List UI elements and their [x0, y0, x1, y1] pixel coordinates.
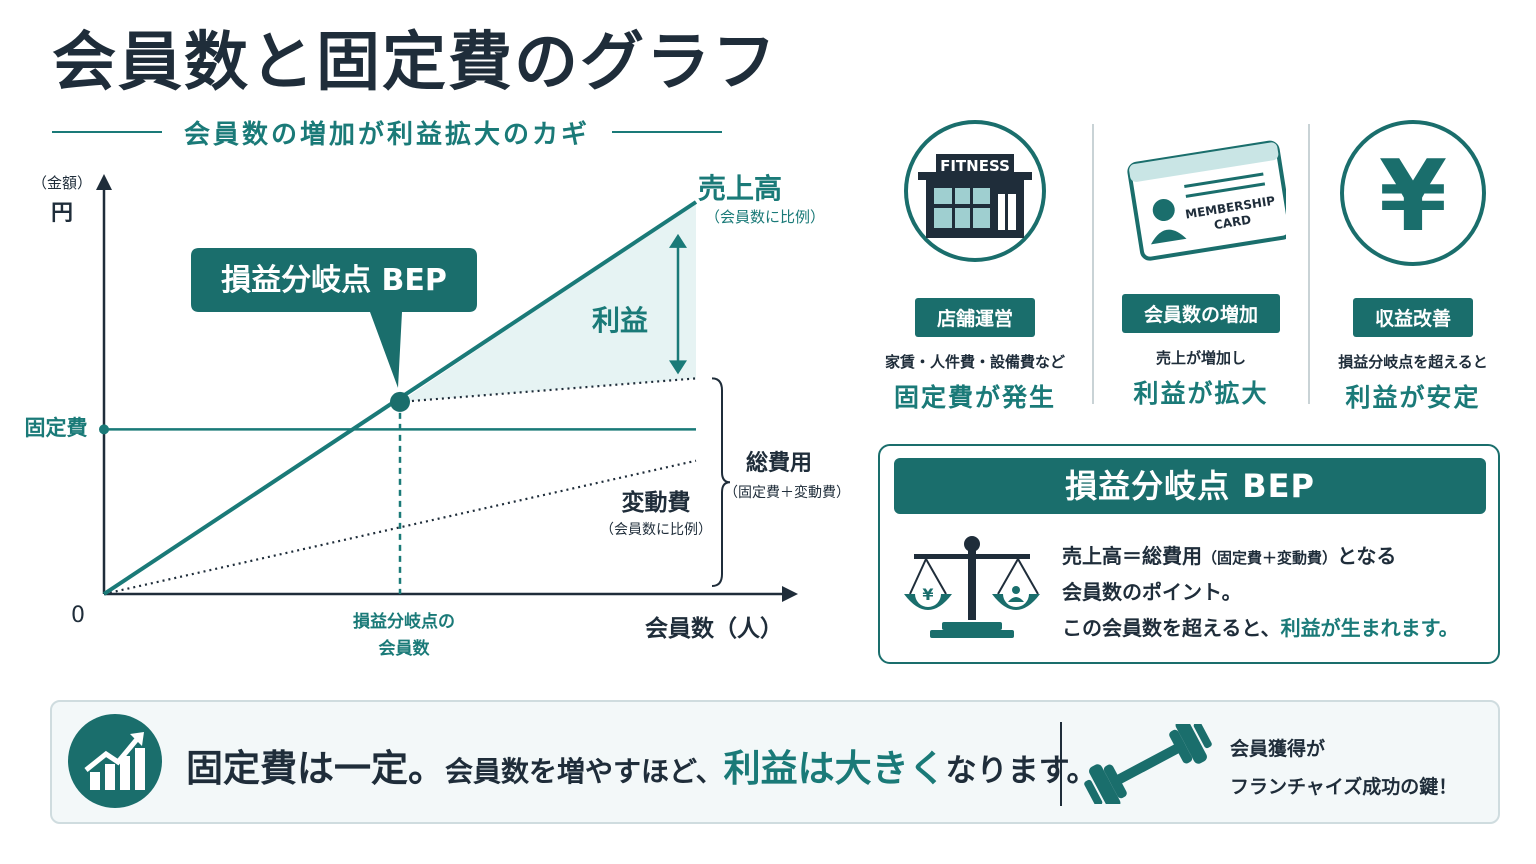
- balance-scale-icon: ¥: [904, 536, 1040, 638]
- footer-circle: [68, 714, 162, 808]
- feature-big: 固定費が発生: [893, 383, 1056, 412]
- yen-glyph: ¥: [1379, 140, 1447, 254]
- total-cost-brace: [711, 377, 731, 587]
- profit-area: [400, 202, 696, 402]
- series-label-fixed-cost: 固定費: [25, 416, 88, 440]
- feature-badge: 店舗運営: [914, 298, 1035, 337]
- footer-msg-a: 固定費は一定。: [186, 747, 445, 790]
- bep-line-1a: 売上高＝総費用: [1062, 544, 1202, 568]
- feature-badge: 会員数の増加: [1121, 294, 1280, 333]
- bep-x-label-2: 会員数: [379, 638, 431, 659]
- bep-explanation-box: 損益分岐点 BEP ¥ 売上高＝総費用（固定費＋変動費）となる 会員数のポイント…: [878, 444, 1500, 664]
- fixed-cost-dot: [99, 424, 109, 435]
- bep-line-1c: となる: [1337, 544, 1397, 568]
- bep-callout-label: 損益分岐点 BEP: [221, 263, 447, 298]
- fitness-store-icon: FITNESS: [918, 154, 1032, 238]
- page-title: 会員数と固定費のグラフ: [52, 26, 778, 100]
- card-text-2: CARD: [1213, 213, 1252, 233]
- feature-members: MEMBERSHIP CARD 会員数の増加 売上が増加し 利益が拡大: [1096, 120, 1306, 410]
- footer-msg-d: なります。: [945, 753, 1098, 789]
- feature-small: 家賃・人件費・設備費など: [884, 353, 1065, 371]
- series-label-sales: 売上高: [698, 172, 782, 205]
- bep-box-header: 損益分岐点 BEP: [894, 458, 1486, 514]
- profit-label: 利益: [592, 304, 648, 337]
- footer-side-2: フランチャイズ成功の鍵！: [1230, 776, 1458, 798]
- feature-small: 売上が増加し: [1155, 349, 1246, 367]
- feature-big: 利益が拡大: [1133, 379, 1269, 408]
- y-axis-unit: （金額）: [32, 174, 92, 192]
- fitness-sign: FITNESS: [940, 157, 1010, 175]
- bep-line-3b: 利益が生まれます。: [1280, 616, 1459, 640]
- subtitle: 会員数の増加が利益拡大のカギ: [184, 119, 591, 150]
- footer-divider: [1060, 722, 1062, 806]
- footer-side-1: 会員獲得が: [1230, 738, 1326, 760]
- footer-msg-b: 会員数を増やすほど、: [445, 755, 724, 788]
- feature-revenue: ¥ 収益改善 損益分岐点を超えると 利益が安定: [1308, 120, 1518, 414]
- yen-icon: ¥: [1379, 140, 1447, 254]
- bep-line-3a: この会員数を超えると、: [1062, 616, 1281, 640]
- footer-banner: 固定費は一定。会員数を増やすほど、利益は大きくなります。 会員獲得が フランチャ…: [50, 700, 1500, 824]
- membership-card-icon: MEMBERSHIP CARD: [1127, 140, 1293, 261]
- footer-msg-c: 利益は大きく: [723, 747, 946, 790]
- subtitle-rule-right: [612, 131, 723, 133]
- scale-yen: ¥: [922, 585, 933, 604]
- total-cost-label: 総費用: [746, 450, 812, 476]
- subtitle-row: 会員数の増加が利益拡大のカギ: [52, 112, 792, 152]
- x-axis-arrow: [782, 586, 798, 602]
- y-axis-arrow: [96, 174, 112, 190]
- feature-badge: 収益改善: [1352, 298, 1473, 337]
- footer-message: 固定費は一定。会員数を増やすほど、利益は大きくなります。: [186, 738, 1098, 792]
- circle-frame: FITNESS: [904, 120, 1046, 262]
- series-note-sales: （会員数に比例）: [705, 208, 825, 226]
- growth-chart-icon: [84, 732, 145, 790]
- feature-store: FITNESS 店舗運営 家賃・人件費・設備費など 固定費が発生: [870, 120, 1080, 414]
- y-axis-label: 円: [51, 201, 73, 226]
- subtitle-rule-left: [52, 131, 162, 133]
- series-label-variable-cost: 変動費: [622, 489, 691, 516]
- total-cost-note: （固定費＋変動費）: [724, 484, 850, 501]
- series-note-variable-cost: （会員数に比例）: [600, 522, 712, 538]
- feature-divider: [1092, 124, 1094, 404]
- x-axis-label: 会員数（人）: [645, 615, 783, 642]
- feature-small: 損益分岐点を超えると: [1338, 353, 1488, 371]
- feature-divider: [1308, 124, 1310, 404]
- feature-big: 利益が安定: [1345, 383, 1481, 412]
- bep-callout: 損益分岐点 BEP: [191, 248, 477, 388]
- series-variable-cost-line: [103, 459, 697, 596]
- circle-frame: ¥: [1340, 120, 1486, 266]
- bep-line-1: 売上高＝総費用（固定費＋変動費）となる: [1062, 540, 1396, 569]
- dumbbell-icon: [1084, 724, 1212, 804]
- bep-line-2: 会員数のポイント。: [1062, 580, 1242, 604]
- bep-x-label-1: 損益分岐点の: [353, 611, 455, 632]
- bep-line-3: この会員数を超えると、利益が生まれます。: [1062, 612, 1459, 641]
- bep-point: [390, 391, 410, 412]
- bep-line-1b: （固定費＋変動費）: [1202, 549, 1338, 567]
- series-total-cost-line: [399, 377, 697, 404]
- origin-label: 0: [71, 603, 85, 628]
- profit-arrow: [669, 233, 687, 375]
- bep-chart: 損益分岐点 BEP （金額） 円 0 会員数（人） 固定費 売上高 （会員数に比…: [25, 172, 851, 659]
